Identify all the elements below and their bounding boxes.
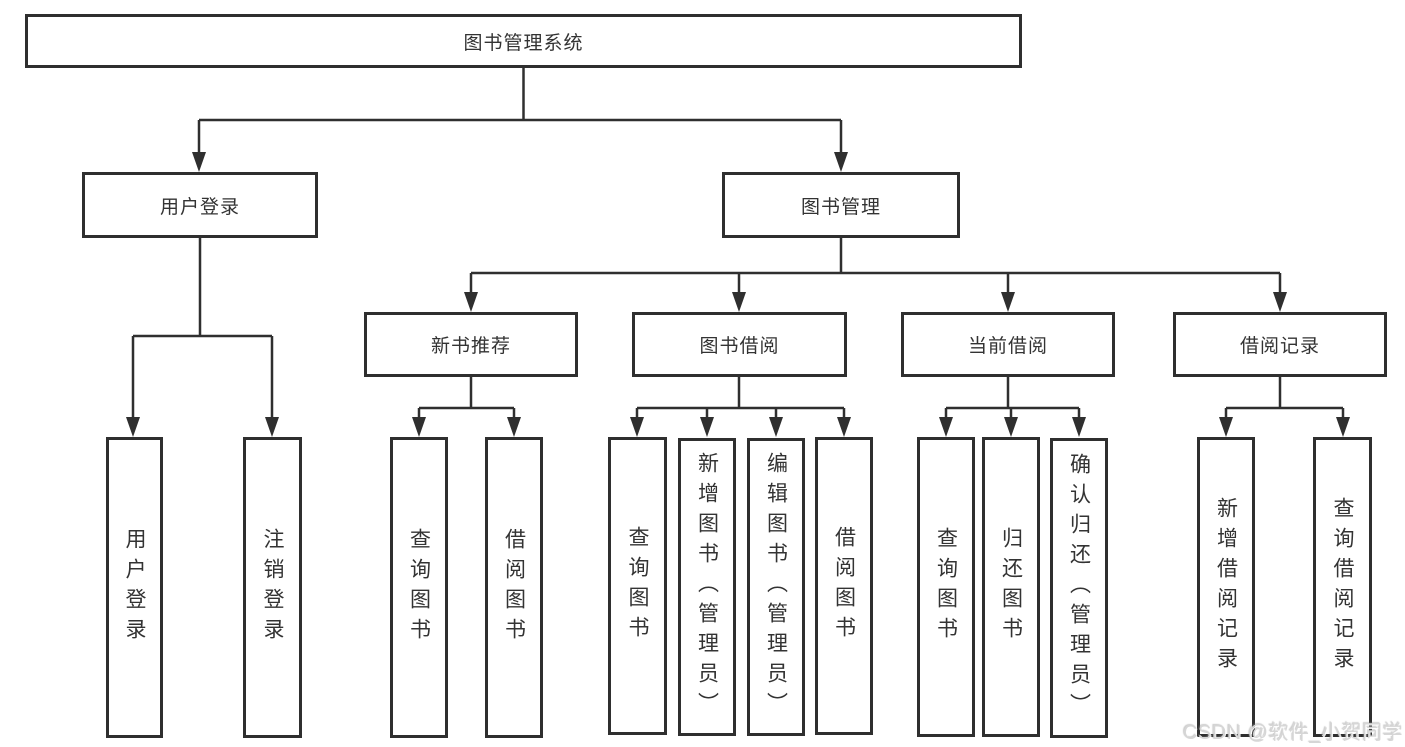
node-label: 查询图书 <box>407 527 431 648</box>
leaf-user-login: 用户登录 <box>106 437 163 738</box>
node-label: 查询图书 <box>626 526 649 646</box>
leaf-borrow-borrow-books: 借阅图书 <box>815 437 873 735</box>
node-label: 借阅记录 <box>1239 336 1320 357</box>
node-label: 查询图书 <box>934 527 958 647</box>
leaf-borrow-query-books: 查询图书 <box>608 437 667 735</box>
node-label: 借阅图书 <box>502 527 526 648</box>
node-label: 新增借阅记录 <box>1214 497 1238 677</box>
leaf-borrow-edit-books-admin: 编辑图书（管理员） <box>747 438 805 736</box>
node-label: 查询借阅记录 <box>1331 497 1354 677</box>
leaf-logout: 注销登录 <box>243 437 302 738</box>
leaf-records-query-record: 查询借阅记录 <box>1313 437 1372 737</box>
node-book-management: 图书管理 <box>722 172 960 238</box>
node-label: 借阅图书 <box>832 526 856 646</box>
node-label: 新书推荐 <box>430 336 511 357</box>
leaf-current-return-books: 归还图书 <box>982 437 1040 737</box>
leaf-current-query-books: 查询图书 <box>917 437 975 737</box>
node-label: 新增图书（管理员） <box>695 452 719 722</box>
node-library-system: 图书管理系统 <box>25 14 1022 68</box>
node-label: 图书借阅 <box>699 336 780 357</box>
node-book-borrow: 图书借阅 <box>632 312 847 377</box>
leaf-recommend-query-books: 查询图书 <box>390 437 448 738</box>
leaf-current-confirm-return-admin: 确认归还（管理员） <box>1050 438 1108 738</box>
node-borrow-records: 借阅记录 <box>1173 312 1387 377</box>
node-label: 当前借阅 <box>967 336 1048 357</box>
node-new-book-recommend: 新书推荐 <box>364 312 578 377</box>
node-current-borrow: 当前借阅 <box>901 312 1115 377</box>
node-label: 归还图书 <box>999 527 1023 647</box>
arrowheads <box>126 152 1350 437</box>
node-label: 注销登录 <box>261 527 284 648</box>
leaf-borrow-add-books-admin: 新增图书（管理员） <box>678 438 736 736</box>
node-label: 图书管理系统 <box>463 32 584 54</box>
node-label: 图书管理 <box>800 196 881 218</box>
csdn-watermark: CSDN @软件_小贺同学 <box>1183 722 1404 744</box>
leaf-recommend-borrow-books: 借阅图书 <box>485 437 543 738</box>
leaf-records-add-record: 新增借阅记录 <box>1197 437 1255 737</box>
node-user-login: 用户登录 <box>82 172 318 238</box>
node-label: 用户登录 <box>123 527 146 648</box>
node-label: 用户登录 <box>159 196 240 218</box>
node-label: 确认归还（管理员） <box>1067 453 1091 723</box>
node-label: 编辑图书（管理员） <box>764 452 788 722</box>
